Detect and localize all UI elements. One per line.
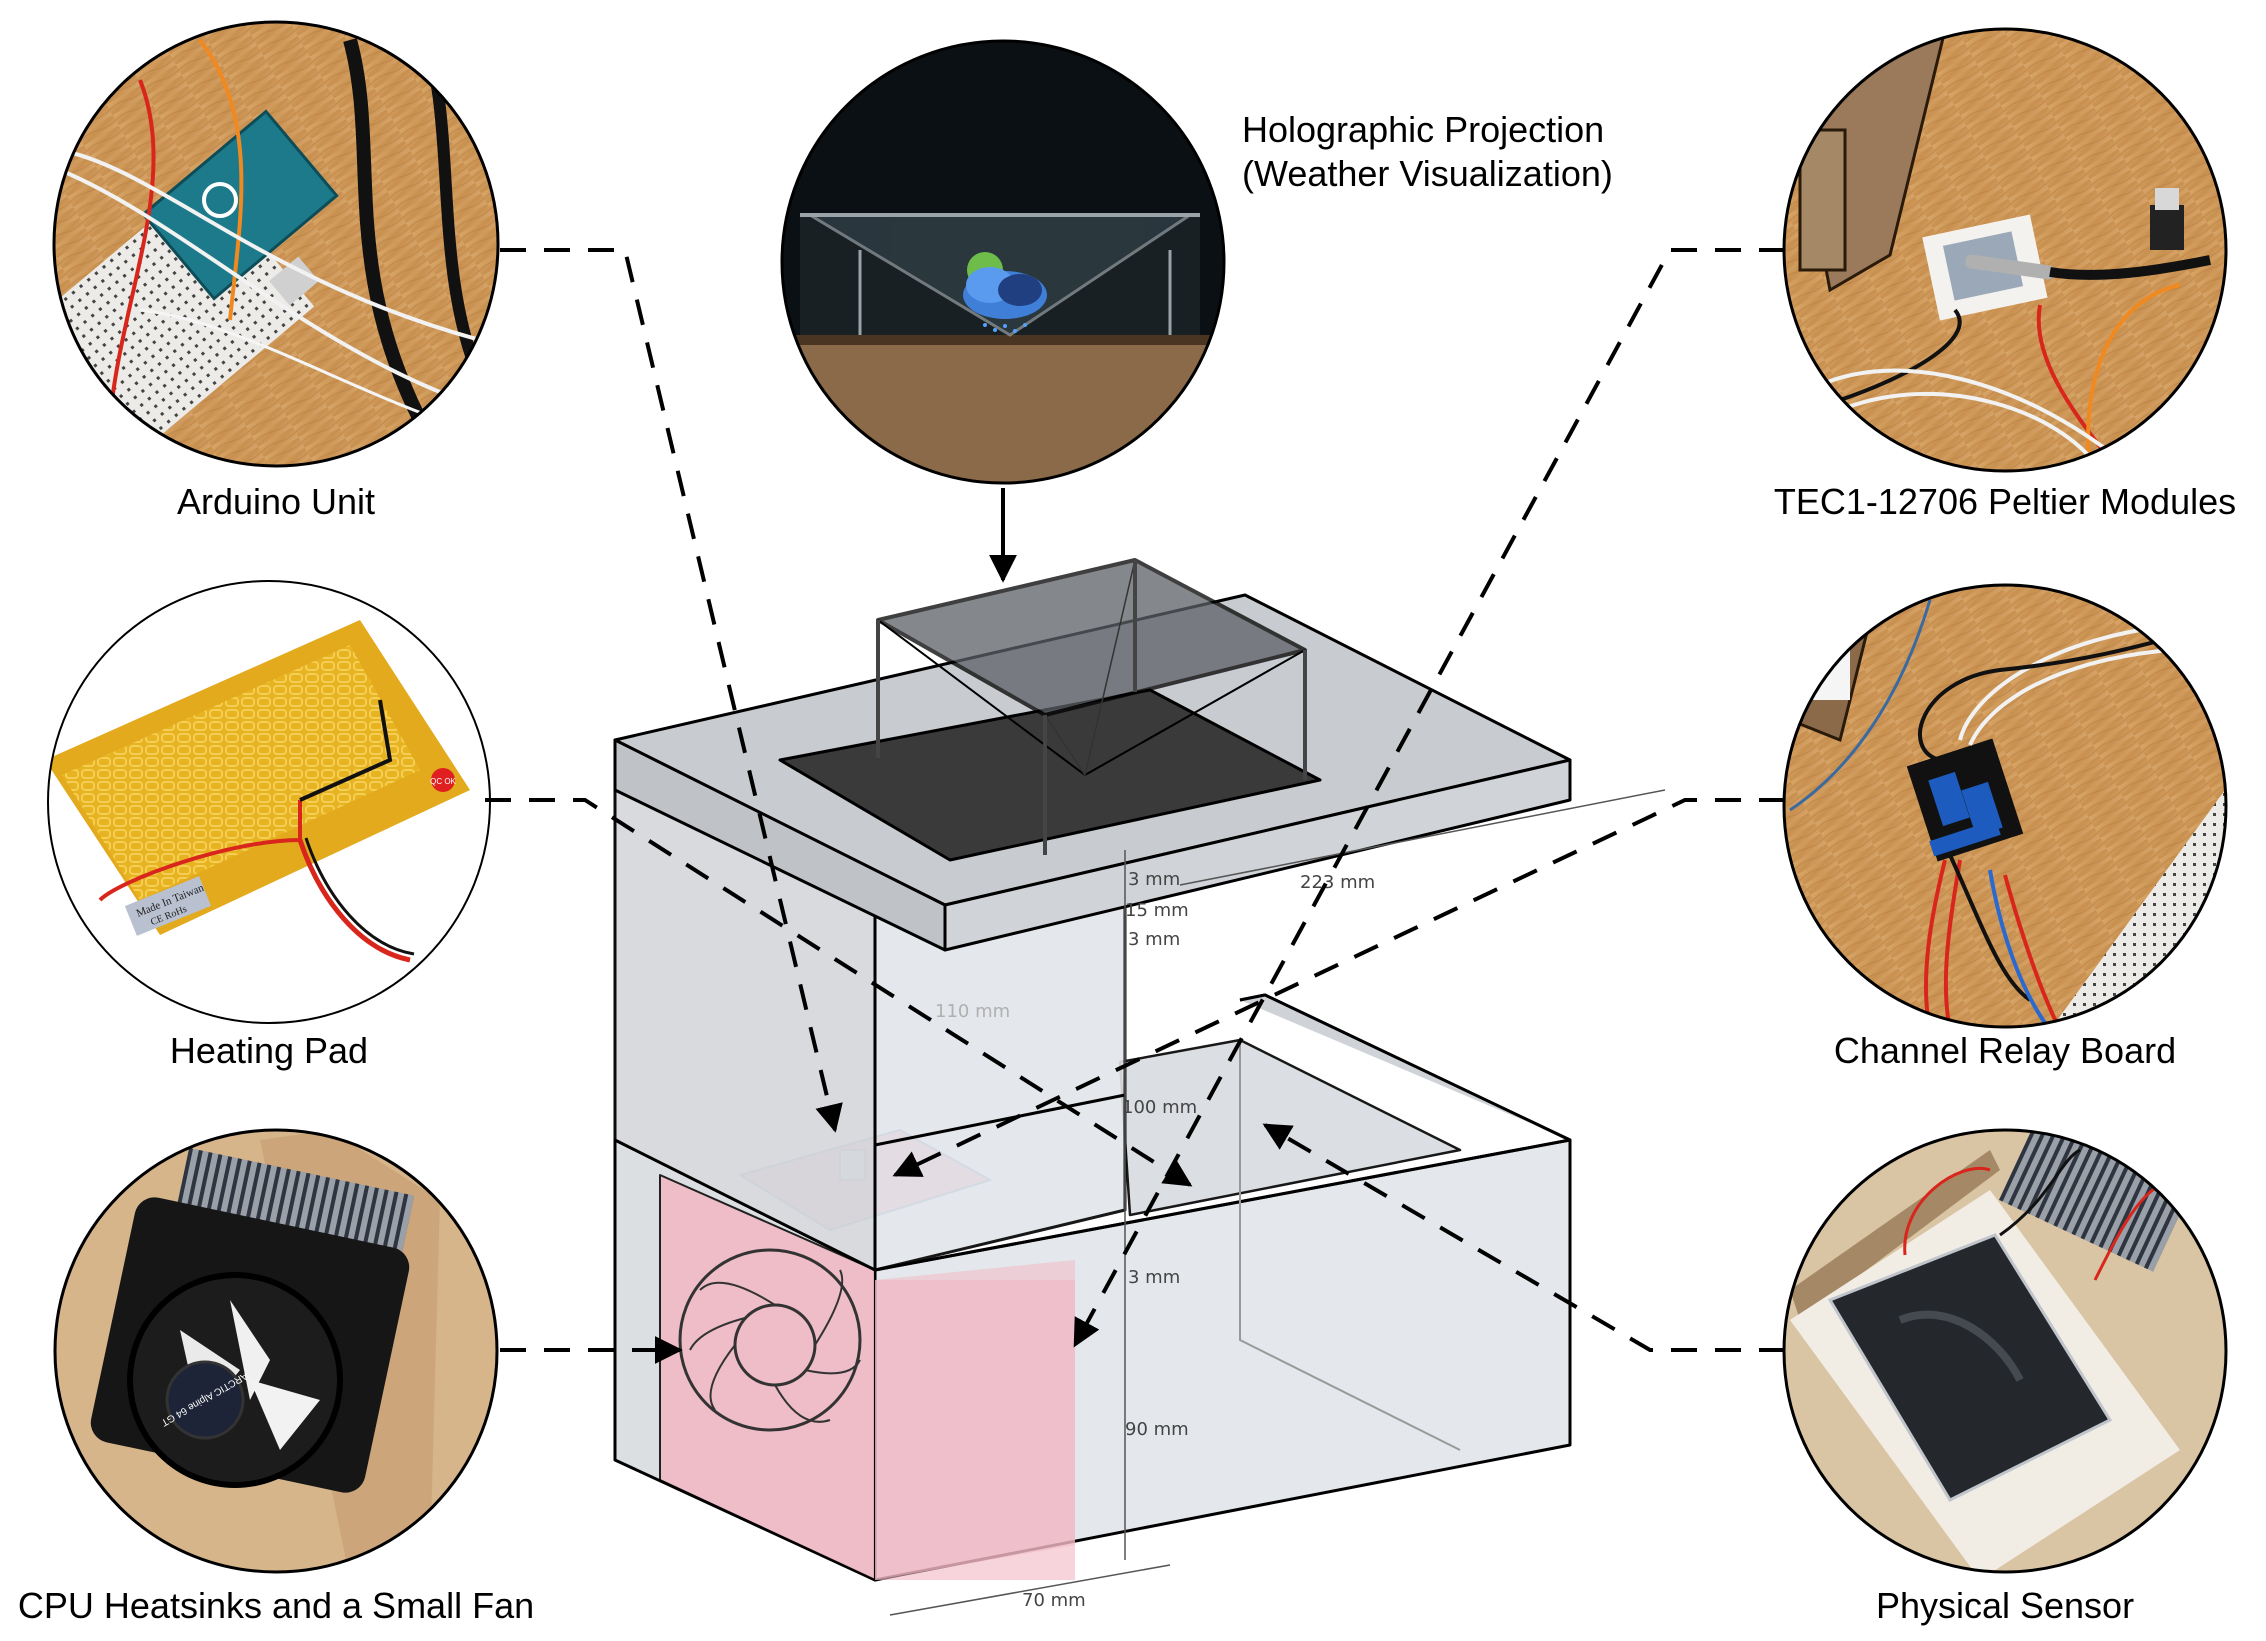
label-cpu-fan: CPU Heatsinks and a Small Fan [17,1585,535,1626]
hologram-photo-frame [780,39,1226,485]
peltier-photo [1784,29,2226,471]
screen-recess [778,688,1322,862]
dim-100mm: 100 mm [1122,1097,1197,1118]
label-sensor: Physical Sensor [1875,1585,2135,1626]
label-relay: Channel Relay Board [1833,1030,2177,1071]
leader-sensor [1262,1123,1785,1352]
leader-lines [485,248,1785,1364]
leader-relay [892,798,1785,1177]
label-holo-line2: (Weather Visualization) [1242,153,1613,194]
leader-tec [1073,248,1785,1348]
heating-pad-photo: Made In Taiwan CE RoHs QC OK [48,581,490,1023]
label-peltier: TEC1-12706 Peltier Modules [1773,481,2237,522]
leader-heating [485,798,1193,1187]
dim-3mm-base: 3 mm [1128,1267,1180,1288]
cad-model: 3 mm 223 mm 15 mm 3 mm 110 mm 100 mm 3 m… [613,558,1666,1616]
label-holographic: Holographic Projection (Weather Visualiz… [1242,108,1613,196]
qc-ok-text: QC OK [430,777,456,786]
arduino-photo [54,22,498,466]
dim-15mm: 15 mm [1125,900,1189,921]
cpu-fan-photo: ARCTIC Alpine 64 GT [55,1130,497,1572]
leader-arduino [500,248,843,1133]
dim-3mm-mid: 3 mm [1128,929,1180,950]
dim-70mm: 70 mm [1022,1590,1086,1611]
arduino-photo-frame [52,20,500,468]
dim-90mm: 90 mm [1125,1419,1189,1440]
sensor-photo [1784,1130,2226,1572]
cpu-fan-photo-frame [53,1128,499,1574]
dim-110mm: 110 mm [935,1001,1010,1022]
label-holo-line1: Holographic Projection [1242,109,1605,150]
relay-photo-frame [1782,583,2228,1029]
label-arduino: Arduino Unit [176,481,376,522]
label-heating-pad: Heating Pad [169,1030,369,1071]
dim-223mm: 223 mm [1300,872,1375,893]
dim-3mm-top: 3 mm [1128,869,1180,890]
